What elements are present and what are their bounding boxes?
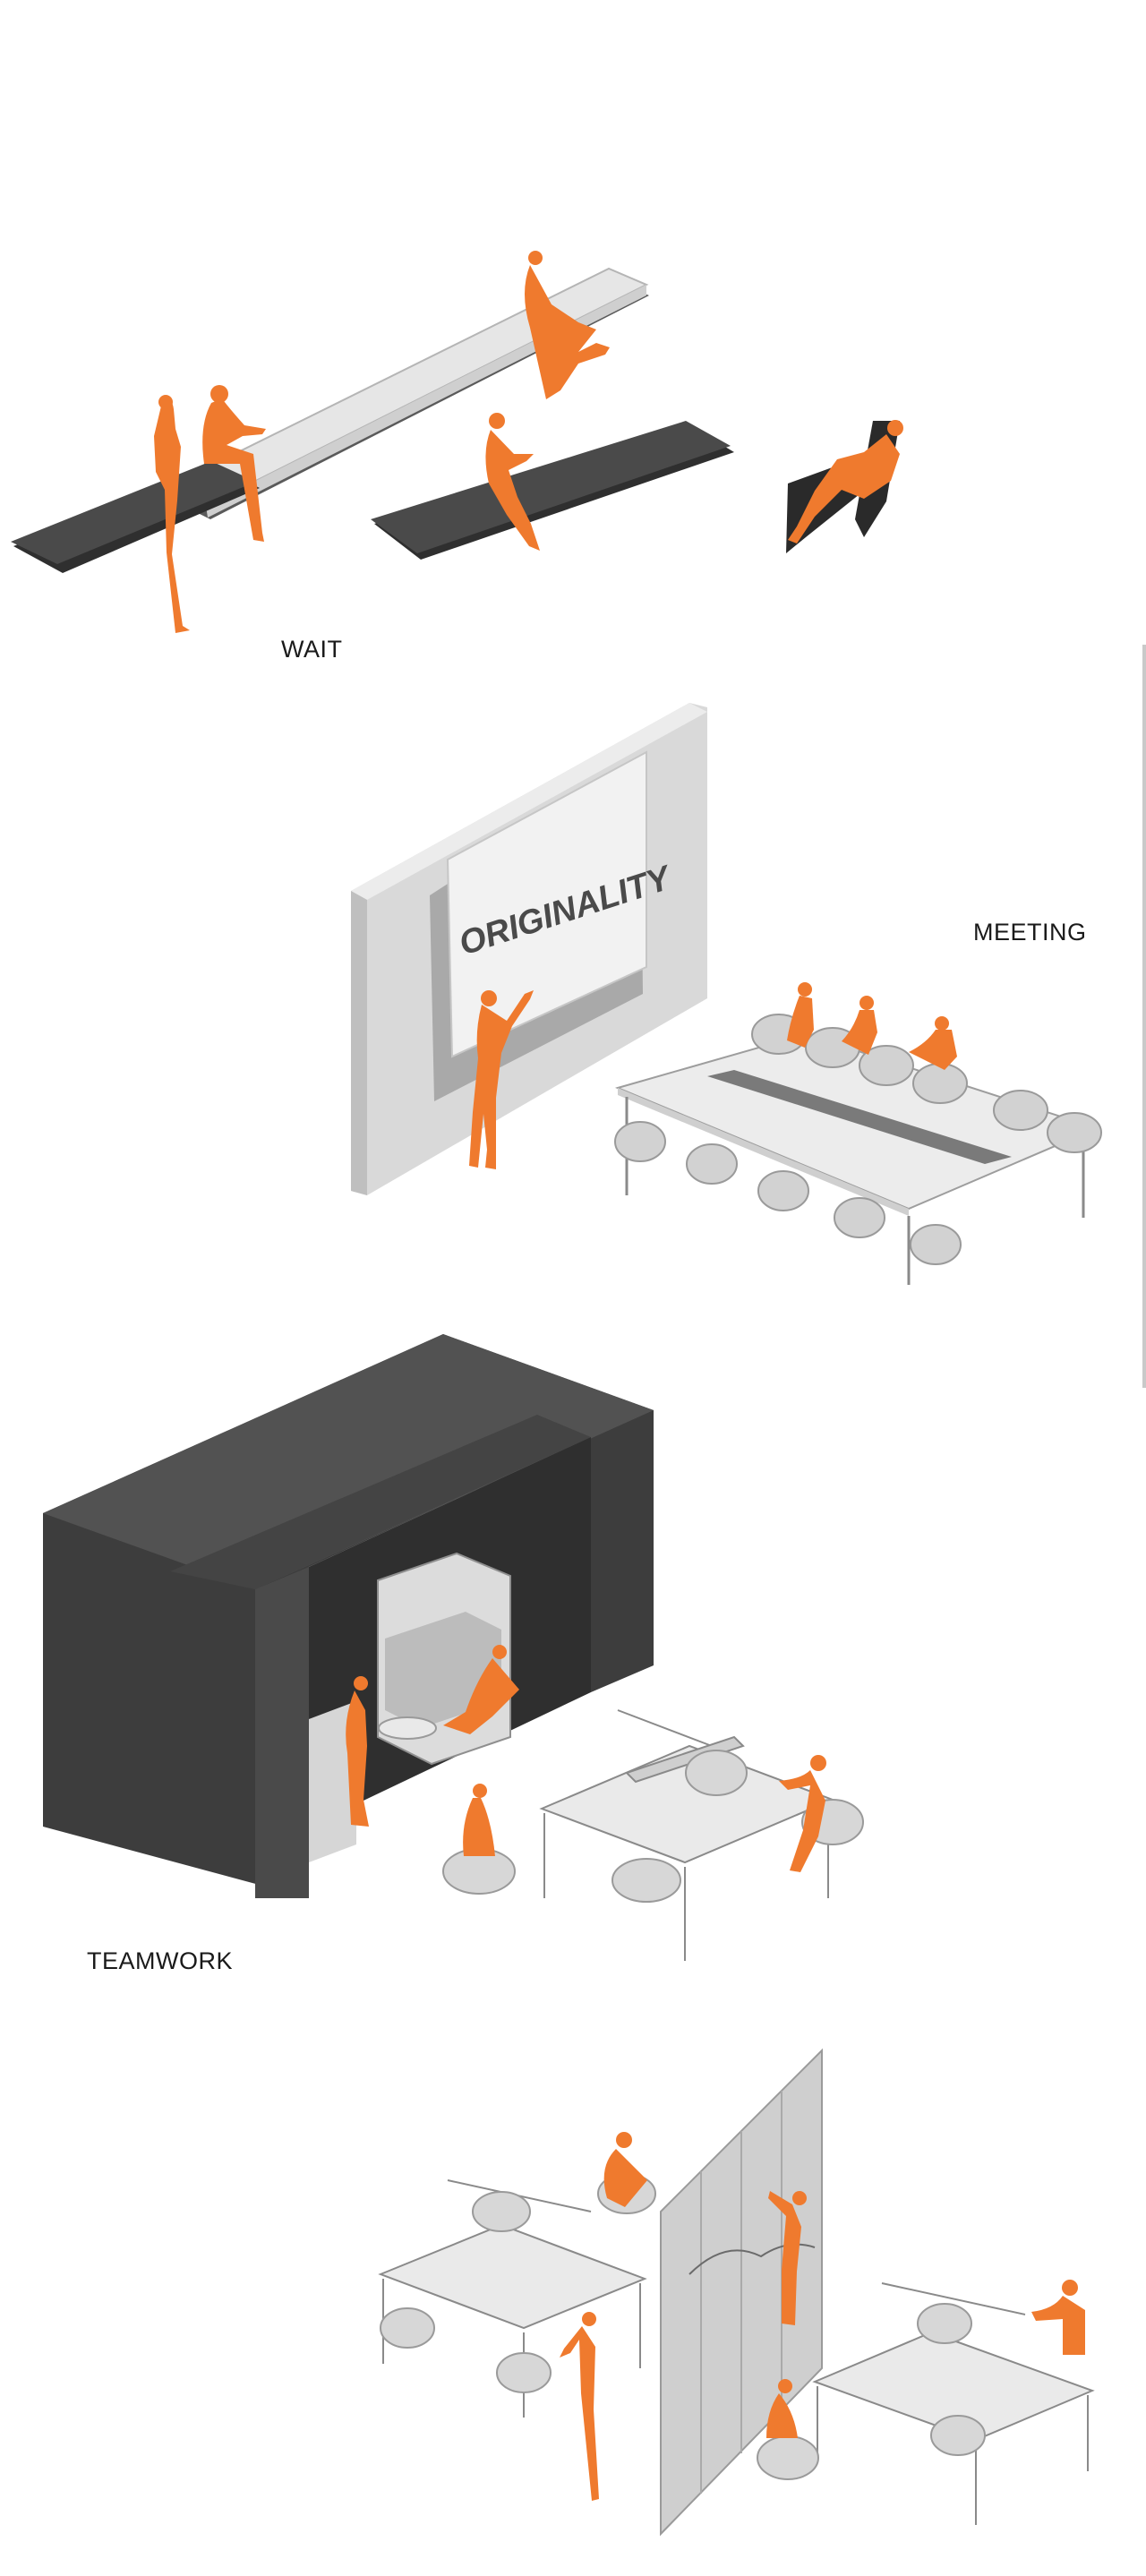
meeting-label: MEETING — [973, 919, 1087, 946]
workstation-people — [560, 2132, 1085, 2501]
wait-scene: WAIT — [0, 0, 1146, 680]
teamwork-scene: TEAMWORK — [0, 1325, 1146, 2006]
meeting-illustration: ORIGINALITY — [351, 703, 1102, 1285]
teamwork-label: TEAMWORK — [87, 1947, 233, 1974]
teamwork-people — [346, 1645, 826, 1872]
side-table — [378, 1716, 437, 1740]
presenter — [469, 990, 534, 1169]
team-desks — [539, 1709, 835, 1961]
teamwork-illustration — [43, 1334, 864, 1961]
meeting-attendees — [787, 982, 957, 1070]
right-desk-cluster — [812, 2282, 1095, 2525]
scrollbar[interactable] — [1142, 645, 1146, 1388]
workstation-scene — [0, 2006, 1146, 2576]
wait-label: WAIT — [281, 636, 343, 663]
wait-illustration — [11, 251, 903, 633]
dark-bench-right — [371, 421, 734, 560]
meeting-table — [614, 1032, 1099, 1285]
waiting-people — [154, 251, 903, 633]
meeting-scene: ORIGINALITY — [0, 680, 1146, 1325]
meeting-chairs — [614, 1014, 1102, 1265]
workstation-illustration — [378, 2048, 1095, 2537]
dark-bench-left — [11, 461, 260, 573]
